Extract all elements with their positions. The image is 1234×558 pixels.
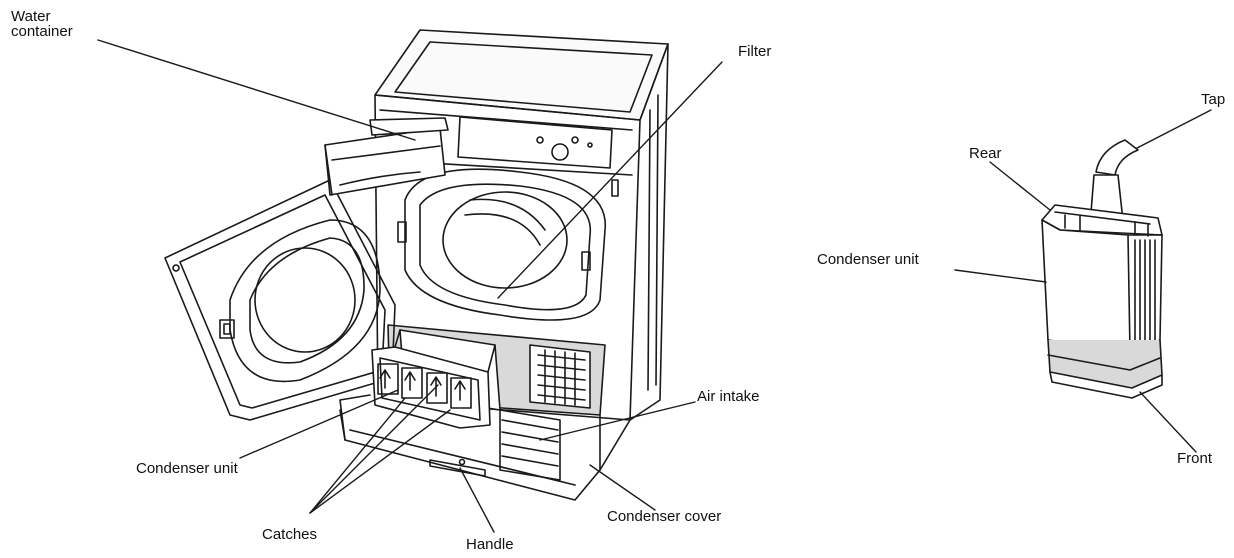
label-air-intake: Air intake	[697, 388, 760, 405]
leader-rear	[989, 161, 1051, 211]
leader-condenser-cover	[589, 464, 656, 511]
label-water-container-line1: Water	[11, 8, 51, 25]
label-rear: Rear	[969, 145, 1002, 162]
leader-catches-1	[309, 397, 406, 514]
label-handle: Handle	[466, 536, 514, 553]
leader-catches-2	[309, 384, 439, 514]
leader-front	[1139, 391, 1197, 453]
label-front: Front	[1177, 450, 1213, 467]
leader-condenser-unit-right	[954, 269, 1047, 283]
leader-tap	[1136, 109, 1212, 149]
leader-catches-3	[309, 409, 451, 514]
condenser-unit-left	[371, 329, 501, 429]
leader-lines	[97, 39, 1212, 533]
label-condenser-unit-right: Condenser unit	[817, 251, 919, 268]
label-tap: Tap	[1201, 91, 1226, 108]
leader-condenser-unit-left	[239, 389, 399, 459]
label-filter: Filter	[738, 43, 772, 60]
leader-handle	[459, 467, 495, 533]
condenser-unit-right	[1041, 139, 1163, 399]
leader-filter	[497, 61, 723, 299]
leader-air-intake	[539, 401, 696, 441]
label-condenser-cover: Condenser cover	[607, 508, 722, 525]
label-water-container-line2: container	[11, 23, 73, 40]
water-container-drawer	[324, 117, 449, 196]
leader-water-container	[97, 39, 416, 141]
dryer-cabinet	[339, 29, 669, 501]
open-door	[164, 179, 396, 421]
label-condenser-unit-left: Condenser unit	[136, 460, 238, 477]
label-catches: Catches	[262, 526, 318, 543]
